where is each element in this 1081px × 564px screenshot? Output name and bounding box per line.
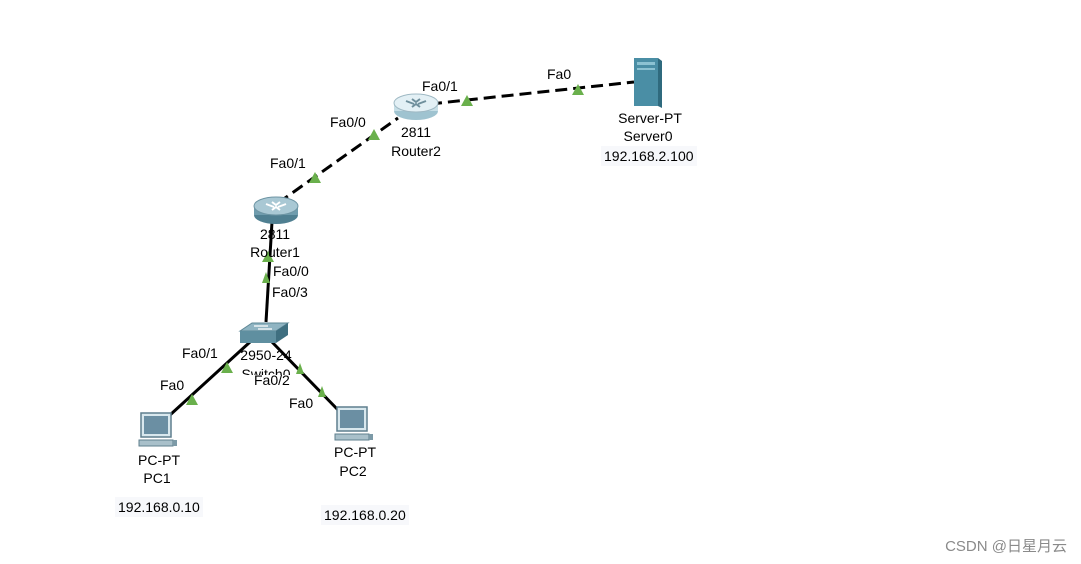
watermark: CSDN @日星月云	[945, 538, 1067, 555]
link-up-indicator	[572, 84, 584, 95]
switch-icon	[238, 322, 290, 343]
server-icon	[634, 58, 662, 108]
link-up-indicator	[461, 95, 473, 106]
pc2-node[interactable]	[333, 405, 375, 443]
pc2-ip-label: 192.168.0.20	[321, 505, 409, 525]
pc-icon	[334, 406, 373, 441]
pc-icon	[138, 412, 177, 447]
router1-name-label: Router1	[250, 244, 300, 260]
port-label-router1-router2: Fa0/1	[270, 155, 306, 171]
pc2-name-label: PC2	[339, 463, 367, 479]
port-label-server-router2: Fa0	[547, 66, 572, 82]
port-label-switch-pc2: Fa0/2	[254, 372, 290, 388]
router2-node[interactable]	[392, 92, 440, 122]
pc1-model-label: PC-PT	[138, 452, 180, 468]
pc1-node[interactable]	[137, 411, 179, 449]
server-model-label: Server-PT	[618, 110, 682, 126]
port-label-pc2-switch: Fa0	[289, 395, 314, 411]
link-router1-switch[interactable]	[264, 221, 274, 323]
link-up-indicator	[318, 386, 326, 397]
link-switch-pc2[interactable]	[270, 340, 342, 414]
switch-node[interactable]	[238, 321, 290, 345]
pc1-ip-label: 192.168.0.10	[115, 497, 203, 517]
port-label-router1-switch: Fa0/0	[273, 263, 309, 279]
router1-model-label: 2811	[259, 226, 291, 242]
link-switch-pc1[interactable]	[168, 340, 252, 417]
port-label-router2-router1: Fa0/0	[330, 114, 366, 130]
port-label-router2-server: Fa0/1	[422, 78, 458, 94]
link-up-indicator	[309, 172, 321, 183]
link-router1-router2[interactable]	[277, 116, 399, 205]
port-label-switch-router1: Fa0/3	[272, 284, 308, 300]
link-up-indicator	[262, 272, 270, 283]
switch-name-label: Switch0	[241, 366, 291, 375]
link-up-indicator	[368, 129, 380, 140]
link-up-indicator	[221, 362, 233, 373]
pc2-model-label: PC-PT	[334, 444, 376, 460]
port-label-switch-pc1: Fa0/1	[182, 345, 218, 361]
pc1-name-label: PC1	[143, 470, 171, 486]
router2-name-label: Router2	[391, 143, 441, 159]
link-up-indicator	[262, 251, 274, 262]
link-up-indicator	[186, 394, 198, 405]
port-label-pc1-switch: Fa0	[160, 377, 185, 393]
link-up-indicator	[296, 363, 304, 374]
server-ip-label: 192.168.2.100	[601, 146, 697, 166]
router-icon	[393, 93, 439, 120]
router-icon	[253, 196, 299, 224]
server-name-label: Server0	[623, 128, 673, 144]
router1-node[interactable]	[252, 194, 300, 226]
router2-model-label: 2811	[400, 124, 432, 140]
server-node[interactable]	[632, 56, 664, 108]
switch-model-label: 2950-24	[240, 347, 292, 363]
link-router2-server[interactable]	[429, 80, 635, 106]
